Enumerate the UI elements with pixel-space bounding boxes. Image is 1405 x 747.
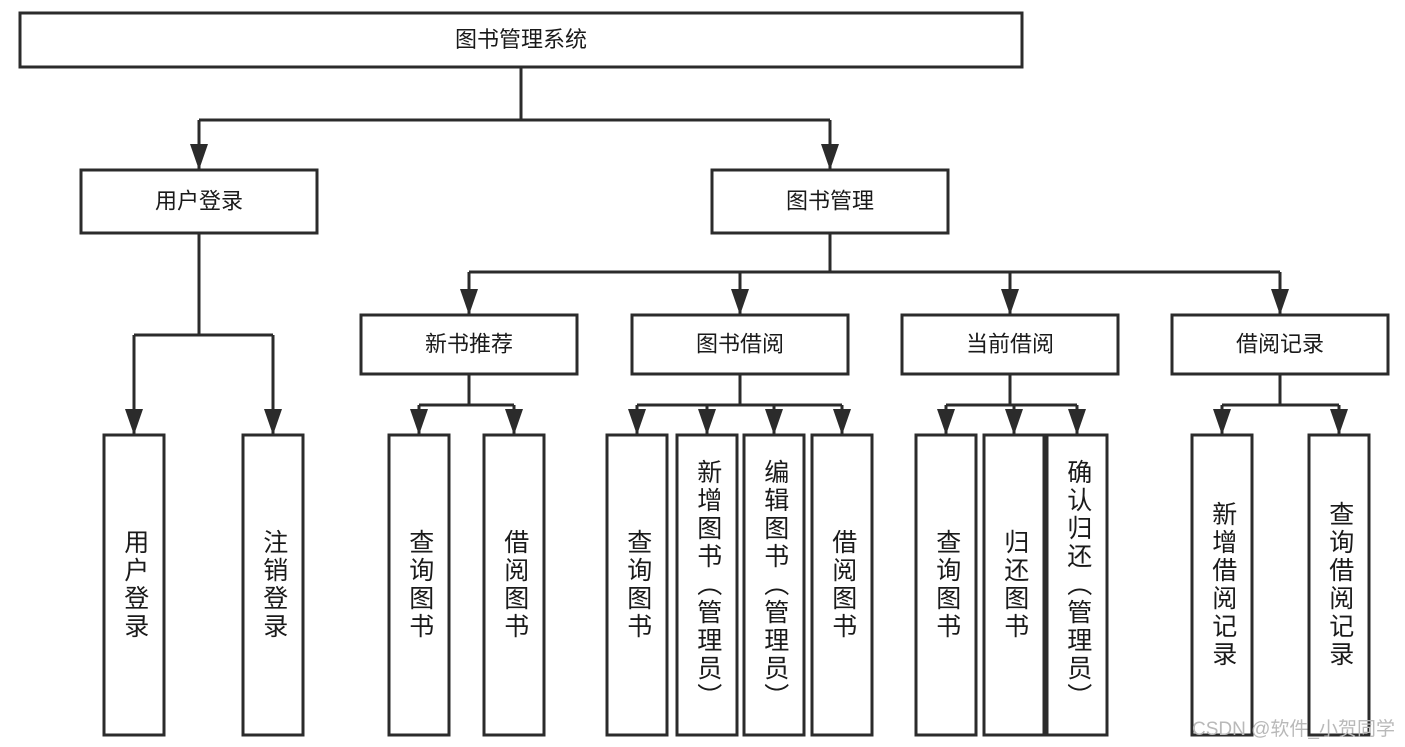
- level3-label-借阅记录: 借阅记录: [1236, 331, 1324, 356]
- arrow-down-icon-查询图书: [410, 409, 428, 435]
- arrow-down-icon-借阅图书: [833, 409, 851, 435]
- level3-box-新书推荐[interactable]: [359, 313, 579, 376]
- level3-label-新书推荐: 新书推荐: [425, 331, 513, 356]
- arrow-down-icon-用户登录: [190, 144, 208, 170]
- leaf-box-编辑图书管理员[interactable]: [742, 433, 806, 737]
- arrow-down-icon-用户登录: [125, 409, 143, 435]
- arrow-down-icon-确认归还管理员: [1068, 409, 1086, 435]
- level3-box-借阅记录[interactable]: [1170, 313, 1390, 376]
- level3-box-图书借阅[interactable]: [630, 313, 850, 376]
- root-label-图书管理系统: 图书管理系统: [455, 27, 587, 52]
- level3-label-当前借阅: 当前借阅: [966, 331, 1054, 356]
- root-box-图书管理系统[interactable]: [18, 11, 1024, 69]
- arrow-down-icon-当前借阅: [1001, 289, 1019, 315]
- level2-label-用户登录: 用户登录: [155, 188, 243, 213]
- level2-box-用户登录[interactable]: [79, 168, 319, 235]
- arrow-down-icon-新书推荐: [460, 289, 478, 315]
- arrow-down-icon-图书借阅: [731, 289, 749, 315]
- leaf-box-查询图书[interactable]: [605, 433, 669, 737]
- arrow-down-icon-注销登录: [264, 409, 282, 435]
- level2-box-图书管理[interactable]: [710, 168, 950, 235]
- arrow-down-icon-查询借阅记录: [1330, 409, 1348, 435]
- leaf-box-用户登录[interactable]: [102, 433, 166, 737]
- arrow-down-icon-借阅记录: [1271, 289, 1289, 315]
- arrow-down-icon-编辑图书管理员: [765, 409, 783, 435]
- arrow-down-icon-新增借阅记录: [1213, 409, 1231, 435]
- level3-label-图书借阅: 图书借阅: [696, 331, 784, 356]
- leaf-box-注销登录[interactable]: [241, 433, 305, 737]
- leaf-box-新增图书管理员[interactable]: [675, 433, 739, 737]
- arrow-down-icon-归还图书: [1005, 409, 1023, 435]
- leaf-box-确认归还管理员[interactable]: [1045, 433, 1109, 737]
- arrow-down-icon-查询图书: [937, 409, 955, 435]
- arrow-down-icon-查询图书: [628, 409, 646, 435]
- leaf-box-查询借阅记录[interactable]: [1307, 433, 1371, 737]
- arrow-down-icon-新增图书管理员: [698, 409, 716, 435]
- leaf-box-新增借阅记录[interactable]: [1190, 433, 1254, 737]
- level2-label-图书管理: 图书管理: [786, 188, 874, 213]
- leaf-box-借阅图书[interactable]: [810, 433, 874, 737]
- level3-box-当前借阅[interactable]: [900, 313, 1120, 376]
- node-box-layer: [18, 11, 1390, 737]
- arrow-down-icon-借阅图书: [505, 409, 523, 435]
- leaf-box-查询图书[interactable]: [387, 433, 451, 737]
- leaf-box-借阅图书[interactable]: [482, 433, 546, 737]
- leaf-box-查询图书[interactable]: [914, 433, 978, 737]
- arrow-down-icon-图书管理: [821, 144, 839, 170]
- connector-layer: [125, 67, 1348, 435]
- leaf-box-归还图书[interactable]: [982, 433, 1046, 737]
